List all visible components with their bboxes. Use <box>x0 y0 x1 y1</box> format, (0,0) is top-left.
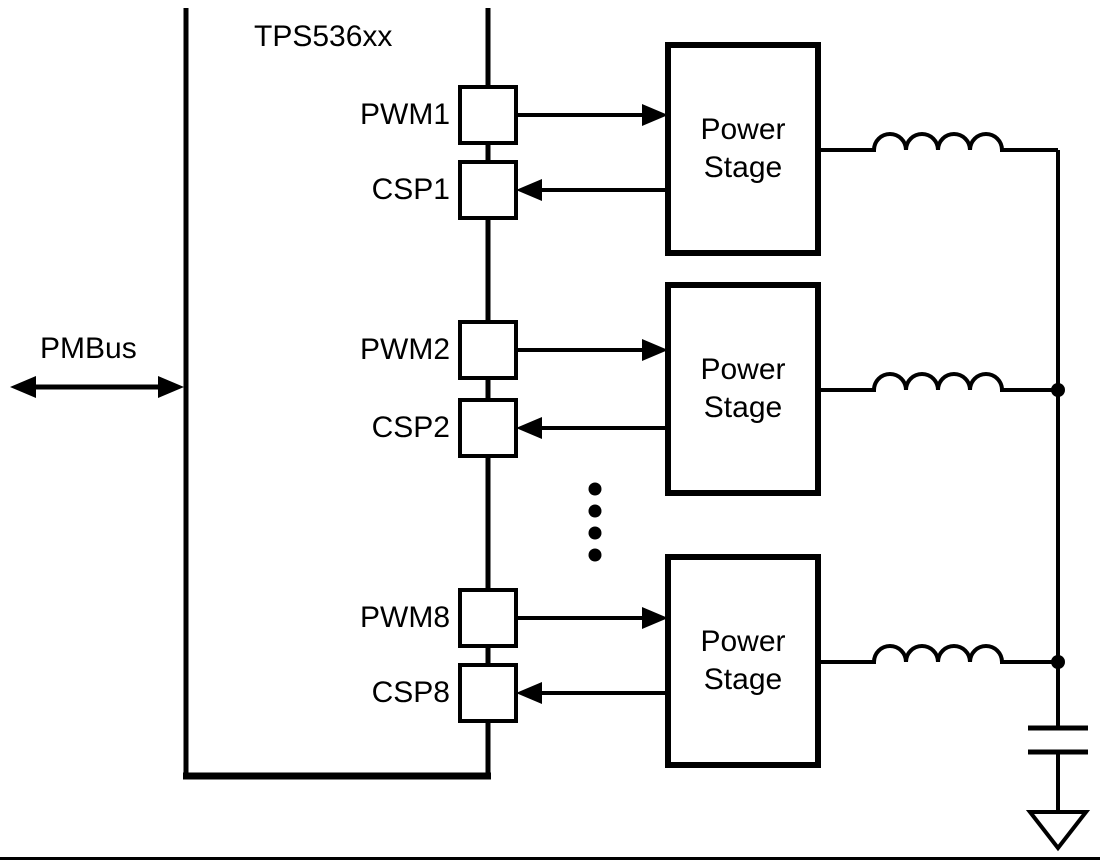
pwm1-pin-box <box>458 85 518 145</box>
ellipsis-dots-icon <box>588 482 602 562</box>
pwm2-label: PWM2 <box>360 333 450 366</box>
power-stage-1-label: Power Stage <box>668 111 818 187</box>
ellipsis-dot <box>588 526 602 540</box>
ellipsis-dot <box>588 482 602 496</box>
ellipsis-dot <box>588 548 602 562</box>
inductor-3-symbol <box>818 644 1058 664</box>
pwm2-arrowhead-icon <box>642 339 668 361</box>
ground-symbol-icon <box>1025 810 1091 852</box>
power-stage-3-label: Power Stage <box>668 623 818 699</box>
csp8-arrowhead-icon <box>516 682 542 704</box>
pwm8-pin-box <box>458 588 518 648</box>
power-stage-2-box <box>665 282 821 496</box>
power-stage-2-label-line2: Stage <box>703 391 783 424</box>
power-stage-3-label-line1: Power <box>700 625 786 658</box>
pmbus-label: PMBus <box>40 332 137 365</box>
controller-title: TPS536xx <box>254 20 393 53</box>
csp2-arrowhead-icon <box>516 417 542 439</box>
power-stage-1-label-line1: Power <box>700 113 786 146</box>
power-stage-2-label-line1: Power <box>700 353 786 386</box>
bottom-rule <box>0 857 1100 860</box>
power-stage-3-label-line2: Stage <box>703 663 783 696</box>
pwm1-label: PWM1 <box>360 98 450 131</box>
power-stage-1-box <box>665 42 821 256</box>
inductor-1-symbol <box>818 132 1058 152</box>
csp2-label: CSP2 <box>371 411 450 444</box>
csp8-label: CSP8 <box>371 676 450 709</box>
pwm1-arrowhead-icon <box>642 104 668 126</box>
csp2-pin-box <box>458 398 518 458</box>
power-stage-3-box <box>665 554 821 768</box>
inductor-2-symbol <box>818 372 1058 392</box>
ellipsis-dot <box>588 504 602 518</box>
csp1-pin-box <box>458 160 518 220</box>
pwm8-label: PWM8 <box>360 601 450 634</box>
pwm8-arrowhead-icon <box>642 607 668 629</box>
power-stage-2-label: Power Stage <box>668 351 818 427</box>
csp8-pin-box <box>458 663 518 723</box>
pmbus-arrowhead-right-icon <box>158 376 184 398</box>
junction-dot <box>1051 655 1065 669</box>
pmbus-arrowhead-left-icon <box>10 376 36 398</box>
pwm2-pin-box <box>458 320 518 380</box>
junction-dot <box>1051 383 1065 397</box>
csp1-arrowhead-icon <box>516 179 542 201</box>
power-stage-1-label-line2: Stage <box>703 151 783 184</box>
csp1-label: CSP1 <box>371 173 450 206</box>
